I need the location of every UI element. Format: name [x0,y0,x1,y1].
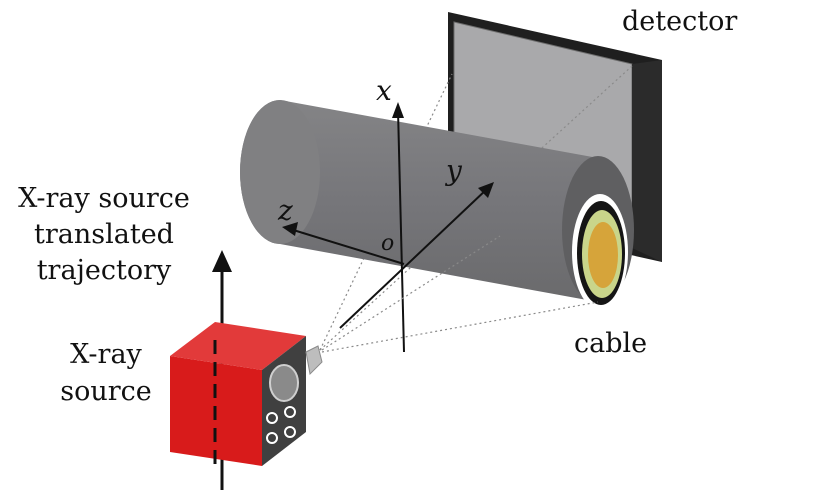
z-axis-arrow [282,222,298,236]
trajectory-label-line3: trajectory [37,255,172,286]
cube-top [170,322,306,370]
detector-side [632,60,662,262]
y-axis-label: y [444,154,463,187]
source-emitter [305,345,323,376]
xray-source-cube [170,322,323,470]
trajectory-arrow [212,250,232,272]
cable-cylinder [240,100,634,310]
xray-beam-front [321,235,599,353]
source-ports [266,406,296,444]
trajectory-label-line2: translated [34,219,174,250]
cable-core [588,222,618,288]
detector-label: detector [622,6,737,37]
z-axis-label: z [277,194,293,227]
coordinate-axes [282,102,494,353]
y-axis-arrow [478,182,494,198]
source-label-line2: source [60,376,152,407]
x-axis-arrow [392,102,404,118]
source-label-line1: X-ray [70,339,142,370]
source-lens [269,364,299,402]
x-axis [397,109,405,353]
cylinder-back-end [240,100,320,244]
origin-label: o [381,231,394,256]
cable-label: cable [574,328,647,359]
x-axis-label: x [376,74,392,107]
z-axis [289,228,405,265]
y-axis [339,187,489,329]
trajectory-label-line1: X-ray source [18,183,190,214]
